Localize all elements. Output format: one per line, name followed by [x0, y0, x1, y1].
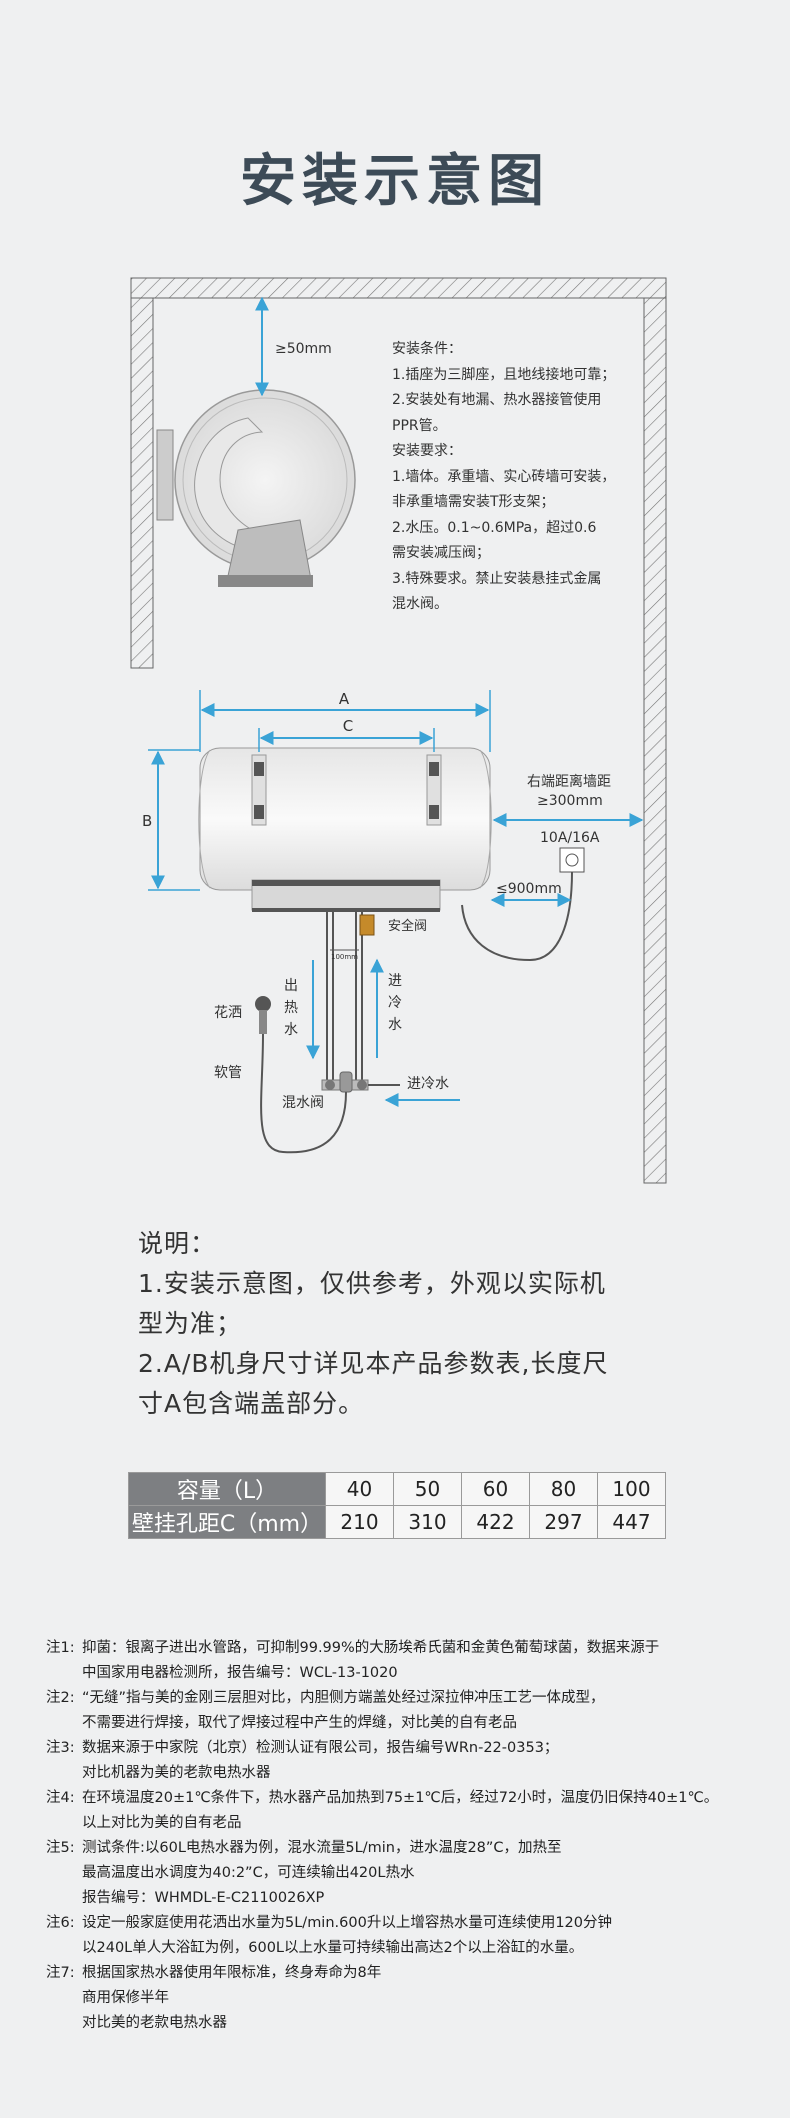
condition-line: 2.安装处有地漏、热水器接管使用 [392, 392, 602, 408]
capacity-header: 容量（L） [128, 1472, 326, 1506]
condition-line: 需安装减压阀； [392, 545, 490, 561]
footnote-line: 数据来源于中家院（北京）检测认证有限公司，报告编号WRn-22-0353； [82, 1740, 559, 1756]
table-cell: 447 [597, 1505, 666, 1539]
table-cell: 310 [393, 1505, 462, 1539]
hot-out-label-3: 水 [284, 1022, 298, 1038]
hot-out-label-2: 热 [284, 1000, 298, 1016]
footnote-label: 注6: [46, 1915, 75, 1931]
front-view-heater [198, 747, 492, 912]
footnote-label: 注2: [46, 1690, 75, 1706]
footnote-line: 对比美的老款电热水器 [82, 2015, 227, 2031]
footnote-5: 注5: 测试条件:以60L电热水器为例，混水流量5L/min，进水温度28”C，加… [46, 1836, 766, 1911]
footnote-line: 根据国家热水器使用年限标准，终身寿命为8年 [82, 1965, 382, 1981]
spec-table: 容量（L） 40 50 60 80 100 壁挂孔距C（mm） 210 310 … [128, 1472, 666, 1539]
condition-line: 1.插座为三脚座，且地线接地可靠； [392, 366, 616, 383]
condition-line: 混水阀。 [392, 596, 448, 612]
table-cell: 80 [529, 1472, 598, 1506]
table-row: 壁挂孔距C（mm） 210 310 422 297 447 [128, 1505, 666, 1539]
condition-line: PPR管。 [392, 417, 447, 434]
footnotes: 注1: 抑菌：银离子进出水管路，可抑制99.99%的大肠埃希氏菌和金黄色葡萄球菌，… [46, 1636, 766, 2036]
socket-gap-label: ≤900mm [496, 881, 562, 897]
explanation-notes: 说明： 1.安装示意图，仅供参考，外观以实际机 型为准； 2.A/B机身尺寸详见… [138, 1224, 698, 1424]
hole-distance-header: 壁挂孔距C（mm） [128, 1505, 326, 1539]
cold-in-label-2: 冷 [388, 995, 402, 1011]
footnote-label: 注3: [46, 1740, 75, 1756]
table-cell: 100 [597, 1472, 666, 1506]
footnote-line: 商用保修半年 [82, 1990, 169, 2006]
condition-line: 1.墙体。承重墙、实心砖墙可安装， [392, 468, 616, 485]
hook-left [251, 754, 267, 826]
footnote-4: 注4: 在环境温度20±1℃条件下，热水器产品加热到75±1℃后，经过72小时，温… [46, 1786, 766, 1836]
table-cell: 60 [461, 1472, 530, 1506]
footnote-line: 对比机器为美的老款电热水器 [82, 1765, 271, 1781]
safety-valve-label: 安全阀 [388, 918, 427, 934]
table-row: 容量（L） 40 50 60 80 100 [128, 1472, 666, 1506]
footnote-label: 注7: [46, 1965, 75, 1981]
footnote-line: 抑菌：银离子进出水管路，可抑制99.99%的大肠埃希氏菌和金黄色葡萄球菌，数据来… [82, 1640, 660, 1656]
table-cell: 40 [325, 1472, 394, 1506]
table-cell: 50 [393, 1472, 462, 1506]
footnote-line: 在环境温度20±1℃条件下，热水器产品加热到75±1℃后，经过72小时，温度仍旧… [82, 1790, 719, 1806]
condition-line: 非承重墙需安装T形支架； [392, 494, 555, 510]
hot-out-label-1: 出 [284, 978, 298, 994]
footnote-line: 设定一般家庭使用花洒出水量为5L/min.600升以上增容热水量可连续使用120… [82, 1915, 612, 1931]
table-cell: 297 [529, 1505, 598, 1539]
footnote-line: 最高温度出水调度为40:2”C，可连续输出420L热水 [82, 1865, 415, 1881]
install-conditions: 安装条件： 1.插座为三脚座，且地线接地可靠； 2.安装处有地漏、热水器接管使用… [392, 337, 632, 618]
socket-icon [559, 847, 585, 873]
notes-line: 1.安装示意图，仅供参考，外观以实际机 [138, 1269, 606, 1298]
hose-label: 软管 [214, 1065, 242, 1081]
shower-label: 花洒 [214, 1005, 242, 1021]
footnote-label: 注4: [46, 1790, 75, 1806]
footnote-line: 以240L单人大浴缸为例，600L以上水量可持续输出高达2个以上浴缸的水量。 [82, 1940, 584, 1956]
mix-valve-label: 混水阀 [282, 1095, 324, 1111]
footnote-label: 注5: [46, 1840, 75, 1856]
footnote-label: 注1: [46, 1640, 75, 1656]
table-cell: 210 [325, 1505, 394, 1539]
cold-in-2-label: 进冷水 [407, 1076, 449, 1092]
notes-line: 寸A包含端盖部分。 [138, 1389, 365, 1418]
condition-line: 3.特殊要求。禁止安装悬挂式金属 [392, 570, 602, 587]
installation-diagram: ≥50mm A C B 右端距离墙距 ≥300mm 10A/16A [130, 277, 667, 1184]
pipe-gap-label: 100mm [331, 953, 358, 961]
hook-right [426, 754, 442, 826]
right-gap-label-2: ≥300mm [537, 793, 603, 809]
condition-line: 2.水压。0.1~0.6MPa，超过0.6 [392, 519, 597, 536]
footnote-3: 注3: 数据来源于中家院（北京）检测认证有限公司，报告编号WRn-22-0353；… [46, 1736, 766, 1786]
page-title: 安装示意图 [240, 149, 550, 214]
power-cord [461, 871, 573, 962]
dim-a-label: A [339, 690, 350, 708]
wall-structure [130, 277, 667, 1184]
dim-b-label: B [142, 812, 152, 830]
table-cell: 422 [461, 1505, 530, 1539]
dim-c-label: C [343, 717, 353, 735]
socket-label: 10A/16A [540, 830, 600, 846]
notes-head: 说明： [138, 1229, 217, 1258]
notes-line: 2.A/B机身尺寸详见本产品参数表,长度尺 [138, 1349, 609, 1378]
shower-head-icon [255, 996, 271, 1012]
footnote-line: “无缝”指与美的金刚三层胆对比，内胆侧方端盖处经过深拉伸冲压工艺一体成型， [82, 1690, 605, 1706]
condition-line: 安装要求： [392, 443, 462, 459]
footnote-line: 以上对比为美的自有老品 [82, 1815, 242, 1831]
hose-line [260, 1033, 347, 1154]
footnote-1: 注1: 抑菌：银离子进出水管路，可抑制99.99%的大肠埃希氏菌和金黄色葡萄球菌，… [46, 1636, 766, 1686]
footnote-2: 注2: “无缝”指与美的金刚三层胆对比，内胆侧方端盖处经过深拉伸冲压工艺一体成型，… [46, 1686, 766, 1736]
footnote-7: 注7: 根据国家热水器使用年限标准，终身寿命为8年商用保修半年对比美的老款电热水器 [46, 1961, 766, 2036]
condition-line: 安装条件： [392, 341, 462, 357]
top-gap-label: ≥50mm [275, 341, 332, 357]
cold-in-label-3: 水 [388, 1017, 402, 1033]
right-gap-label-1: 右端距离墙距 [527, 773, 611, 790]
footnote-line: 不需要进行焊接，取代了焊接过程中产生的焊缝，对比美的自有老品 [82, 1715, 517, 1731]
footnote-line: 测试条件:以60L电热水器为例，混水流量5L/min，进水温度28”C，加热至 [82, 1840, 562, 1856]
safety-valve-icon [359, 914, 375, 936]
notes-line: 型为准； [138, 1309, 243, 1338]
footnote-6: 注6: 设定一般家庭使用花洒出水量为5L/min.600升以上增容热水量可连续使用… [46, 1911, 766, 1961]
footnote-line: 报告编号：WHMDL-E-C2110026XP [82, 1890, 325, 1906]
cold-in-label-1: 进 [388, 973, 402, 989]
footnote-line: 中国家用电器检测所，报告编号：WCL-13-1020 [82, 1665, 398, 1681]
side-view-heater [156, 389, 356, 587]
